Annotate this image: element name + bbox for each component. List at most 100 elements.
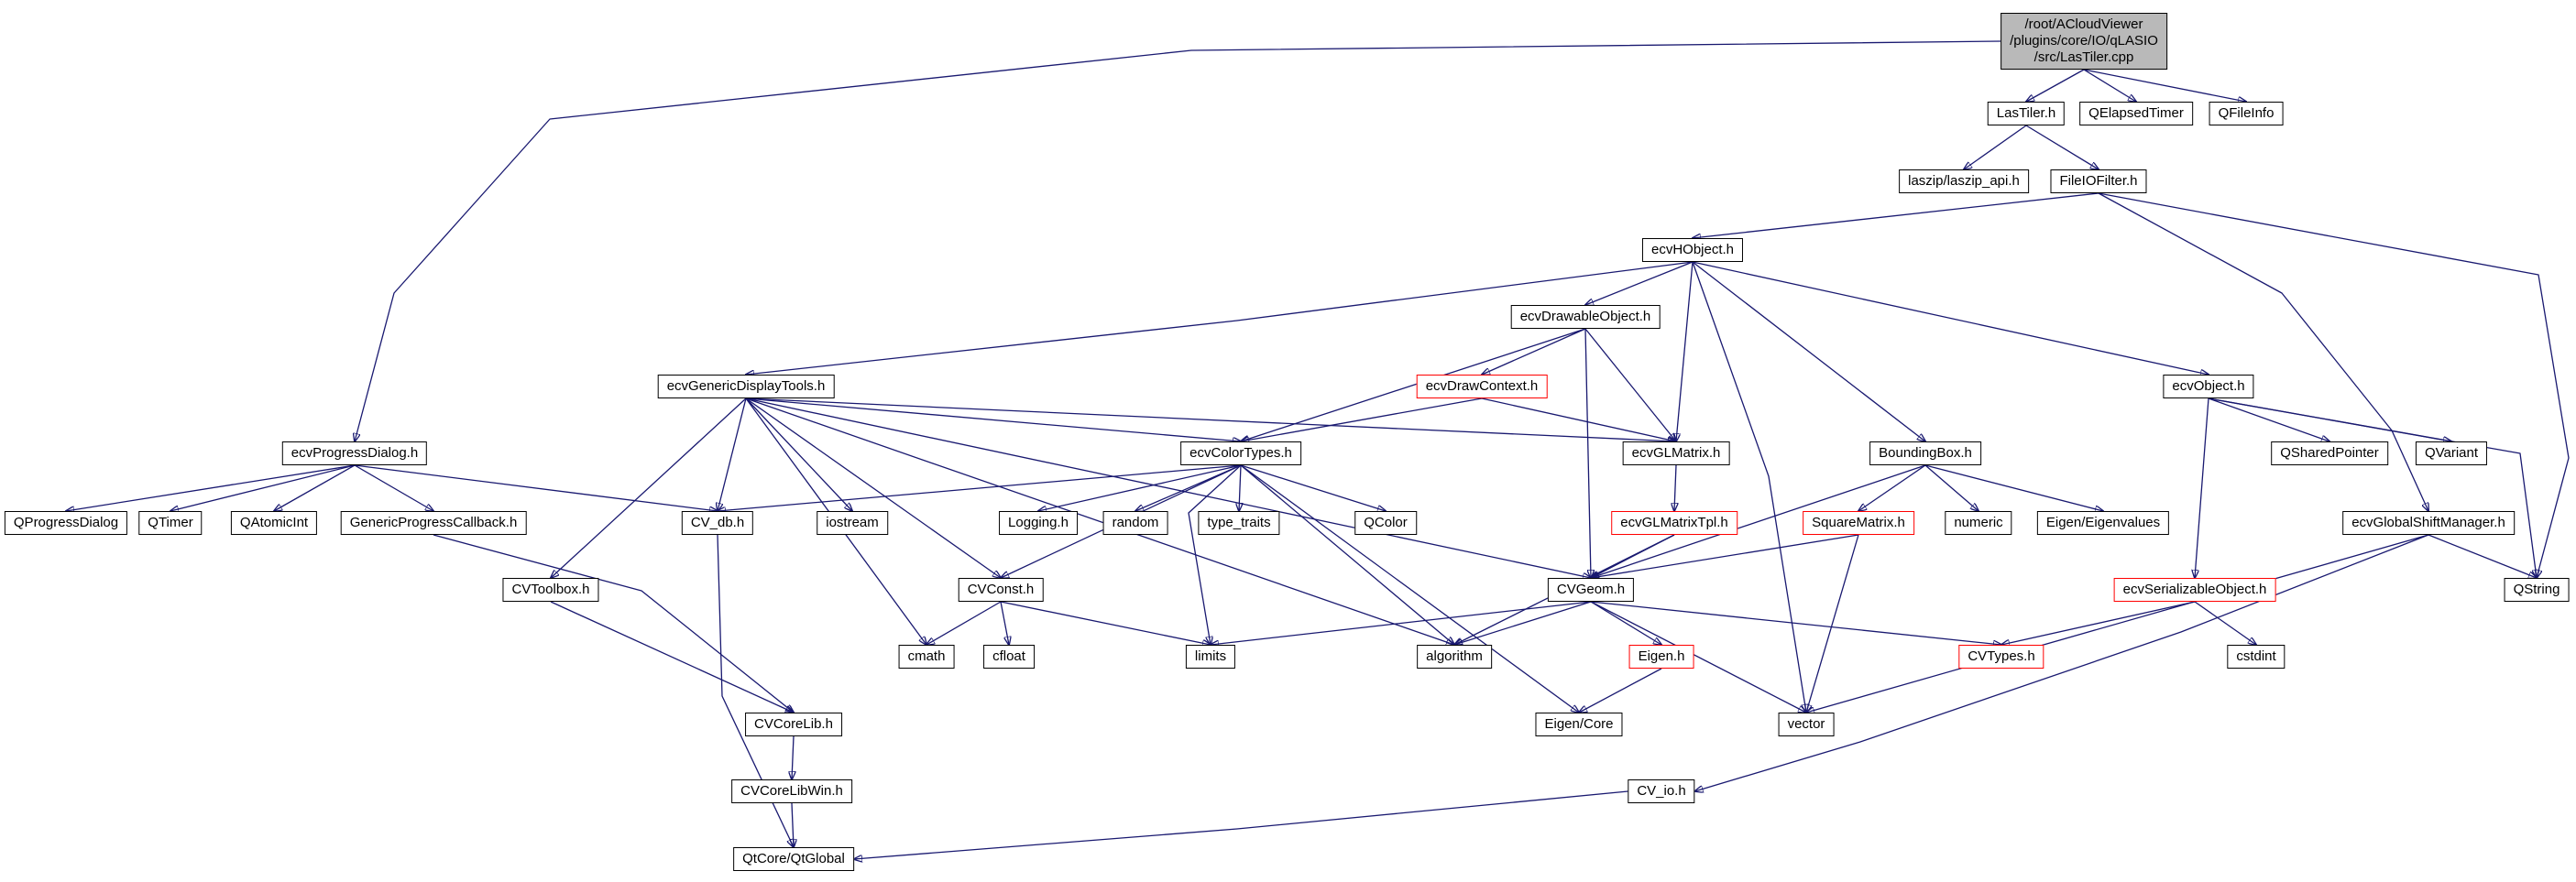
edge-ecvcolortypes-to-algorithm [1240, 464, 1454, 645]
edge-cvgeom-to-algorithm [1454, 601, 1592, 645]
edge-cvgeom-to-eigen_h [1590, 601, 1661, 645]
node-qvariant: QVariant [2415, 441, 2488, 465]
node-numeric: numeric [1945, 511, 2012, 535]
node-laszip-laszip-api-h: laszip/laszip_api.h [1899, 169, 2029, 193]
node-lastiler-h[interactable]: LasTiler.h [1987, 102, 2066, 125]
edge-genericprogresscallback-to-cvcorelib [433, 534, 794, 713]
node-cvconst-h[interactable]: CVConst.h [958, 578, 1044, 602]
node-cvtoolbox-h[interactable]: CVToolbox.h [502, 578, 599, 602]
node-ecvgenericdisplaytools-h[interactable]: ecvGenericDisplayTools.h [657, 375, 835, 398]
edge-fileiofilter-to-ecvglobalshiftmanager [2098, 192, 2428, 511]
node-logging-h[interactable]: Logging.h [999, 511, 1078, 535]
edge-cvgeom-to-limits [1211, 601, 1592, 645]
edge-squarematrix-to-vector [1806, 534, 1859, 713]
edge-ecvserializableobject-to-cstdint [2194, 601, 2256, 645]
node-qelapsedtimer: QElapsedTimer [2079, 102, 2193, 125]
edge-ecvgenericdisplaytools-to-cvconst [745, 397, 1001, 578]
edge-ecvhobject-to-ecvdrawableobject [1585, 261, 1694, 305]
node-cv-db-h[interactable]: CV_db.h [681, 511, 754, 535]
edge-ecvprogressdialog-to-cv_db [354, 464, 718, 511]
edge-ecvhobject-to-boundingbox [1692, 261, 1925, 441]
edge-ecvglobalshiftmanager-to-vector [1806, 534, 2429, 713]
node-ecvcolortypes-h[interactable]: ecvColorTypes.h [1180, 441, 1301, 465]
edge-ecvdrawcontext-to-ecvcolortypes [1241, 397, 1483, 441]
edge-lastiler_cpp-to-qelapsedtimer [2083, 69, 2136, 102]
edge-ecvobject-to-qstring [2208, 397, 2537, 578]
edge-ecvdrawableobject-to-cvgeom [1584, 328, 1591, 578]
node-ecvglmatrixtpl-h[interactable]: ecvGLMatrixTpl.h [1611, 511, 1737, 535]
node-ecvprogressdialog-h[interactable]: ecvProgressDialog.h [281, 441, 428, 465]
node-ecvglobalshiftmanager-h[interactable]: ecvGlobalShiftManager.h [2342, 511, 2515, 535]
node-qstring: QString [2504, 578, 2570, 602]
node-cstdint: cstdint [2227, 645, 2286, 669]
node-cv-io-h[interactable]: CV_io.h [1628, 779, 1695, 803]
edge-lastiler_cpp-to-qfileinfo [2083, 69, 2246, 102]
edge-ecvgenericdisplaytools-to-cv_db [718, 397, 747, 511]
edge-ecvprogressdialog-to-qtimer [170, 464, 356, 511]
node-qsharedpointer: QSharedPointer [2271, 441, 2388, 465]
node-cvcorelib-h[interactable]: CVCoreLib.h [745, 713, 842, 736]
node-cfloat: cfloat [983, 645, 1035, 669]
node-boundingbox-h[interactable]: BoundingBox.h [1869, 441, 1981, 465]
edge-ecvdrawableobject-to-ecvcolortypes [1241, 328, 1586, 441]
node-ecvdrawableobject-h[interactable]: ecvDrawableObject.h [1510, 305, 1661, 329]
node-cvgeom-h[interactable]: CVGeom.h [1547, 578, 1635, 602]
node-iostream: iostream [817, 511, 888, 535]
edge-ecvcolortypes-to-type_traits [1239, 464, 1241, 511]
node-cmath: cmath [898, 645, 955, 669]
node-qatomicint: QAtomicInt [230, 511, 318, 535]
edge-ecvgenericdisplaytools-to-ecvcolortypes [745, 397, 1241, 441]
edge-fileiofilter-to-qstring [2098, 192, 2570, 578]
edge-ecvcolortypes-to-qcolor [1240, 464, 1386, 511]
edge-fileiofilter-to-ecvhobject [1693, 192, 2099, 238]
edge-ecvdrawableobject-to-ecvglmatrix [1584, 328, 1676, 441]
node-ecvhobject-h[interactable]: ecvHObject.h [1641, 238, 1744, 262]
edge-cvconst-to-limits [1000, 601, 1211, 645]
edge-ecvhobject-to-vector [1692, 261, 1806, 713]
node-type-traits: type_traits [1198, 511, 1280, 535]
node-lastiler-cpp: /root/ACloudViewer /plugins/core/IO/qLAS… [2001, 13, 2167, 70]
node-eigen-h[interactable]: Eigen.h [1628, 645, 1694, 669]
edge-ecvgenericdisplaytools-to-ecvglmatrix [745, 397, 1676, 441]
edge-ecvcolortypes-to-logging [1038, 464, 1242, 511]
node-qfileinfo: QFileInfo [2209, 102, 2284, 125]
node-ecvglmatrix-h[interactable]: ecvGLMatrix.h [1622, 441, 1730, 465]
edge-ecvhobject-to-ecvglmatrix [1676, 261, 1694, 441]
edge-ecvglobalshiftmanager-to-cv_io [1695, 534, 2429, 791]
edge-ecvglmatrix-to-ecvglmatrixtpl [1674, 464, 1676, 511]
node-ecvserializableobject-h[interactable]: ecvSerializableObject.h [2113, 578, 2276, 602]
node-qtcore-qtglobal: QtCore/QtGlobal [733, 847, 854, 871]
edge-boundingbox-to-cvgeom [1591, 464, 1926, 578]
edge-ecvgenericdisplaytools-to-algorithm [745, 397, 1454, 645]
edge-cvconst-to-cmath [926, 601, 1002, 645]
node-cvcorelibwin-h[interactable]: CVCoreLibWin.h [731, 779, 852, 803]
edge-eigen_h-to-eigen_core [1579, 668, 1662, 713]
node-cvtypes-h[interactable]: CVTypes.h [1958, 645, 2044, 669]
edge-ecvgenericdisplaytools-to-iostream [745, 397, 852, 511]
edge-squarematrix-to-cvgeom [1591, 534, 1859, 578]
edge-ecvgenericdisplaytools-to-cvgeom [745, 397, 1591, 578]
node-eigen-core: Eigen/Core [1535, 713, 1623, 736]
edge-cvgeom-to-cvtypes [1590, 601, 2001, 645]
edge-ecvobject-to-ecvserializableobject [2195, 397, 2209, 578]
edge-lastiler_h-to-fileiofilter [2025, 125, 2099, 169]
node-algorithm: algorithm [1417, 645, 1492, 669]
node-fileiofilter-h[interactable]: FileIOFilter.h [2050, 169, 2147, 193]
edge-lastiler_h-to-laszip_api [1964, 125, 2027, 169]
node-qcolor: QColor [1354, 511, 1417, 535]
edge-ecvhobject-to-ecvobject [1692, 261, 2209, 375]
node-genericprogresscallback-h[interactable]: GenericProgressCallback.h [340, 511, 527, 535]
edge-cvconst-to-cfloat [1000, 601, 1009, 645]
edge-boundingbox-to-eigen_eigenvalues [1924, 464, 2103, 511]
node-squarematrix-h[interactable]: SquareMatrix.h [1803, 511, 1914, 535]
edge-cv_io-to-qtcore_qtglobal [854, 790, 1628, 859]
edge-ecvgenericdisplaytools-to-cvtoolbox [551, 397, 747, 578]
edge-boundingbox-to-squarematrix [1858, 464, 1926, 511]
edge-cvtoolbox-to-cvcorelib [550, 601, 794, 713]
node-vector: vector [1778, 713, 1835, 736]
node-ecvobject-h[interactable]: ecvObject.h [2163, 375, 2254, 398]
node-ecvdrawcontext-h[interactable]: ecvDrawContext.h [1416, 375, 1548, 398]
edge-ecvprogressdialog-to-qprogressdialog [66, 464, 356, 511]
